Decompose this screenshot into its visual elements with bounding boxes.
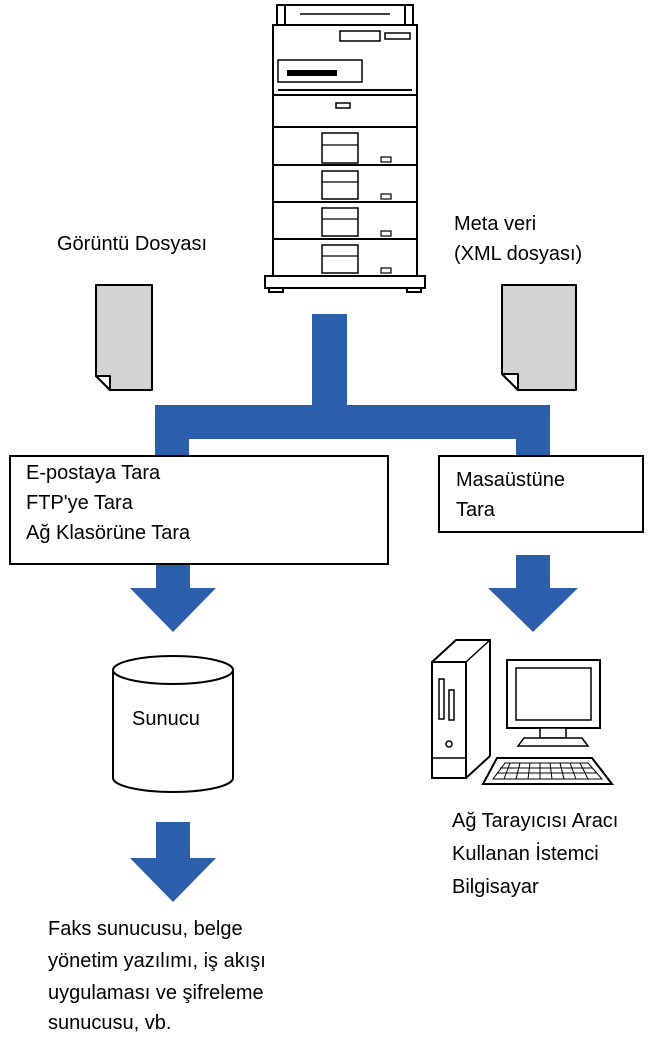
printer-icon	[264, 4, 426, 293]
distribution-connector	[155, 314, 550, 465]
scan-to-desktop-line-1: Masaüstüne	[456, 469, 565, 491]
scan-to-ftp-label: FTP'ye Tara	[26, 492, 133, 514]
scan-to-email-label: E-postaya Tara	[26, 462, 161, 484]
destination-label-line-4: sunucusu, vb.	[48, 1012, 172, 1034]
image-file-label: Görüntü Dosyası	[57, 233, 208, 255]
scan-to-desktop-line-2: Tara	[456, 499, 495, 521]
arrow-to-client-pc	[488, 555, 578, 632]
arrow-to-server	[130, 563, 216, 632]
client-label-line-1: Ağ Tarayıcısı Aracı	[452, 810, 619, 832]
metadata-label-line-2: (XML dosyası)	[454, 243, 583, 265]
metadata-label-line-1: Meta veri	[454, 213, 537, 235]
client-pc-icon	[431, 639, 615, 785]
scan-to-network-folder-label: Ağ Klasörüne Tara	[26, 522, 191, 544]
destination-label-line-3: uygulaması ve şifreleme	[48, 982, 264, 1004]
client-label-line-3: Bilgisayar	[452, 876, 539, 898]
client-label-line-2: Kullanan İstemci	[452, 843, 599, 865]
image-file-document-icon	[95, 284, 153, 391]
metadata-document-icon	[501, 284, 577, 391]
server-label: Sunucu	[132, 708, 200, 730]
arrow-to-destinations	[130, 822, 216, 902]
destination-label-line-2: yönetim yazılımı, iş akışı	[48, 950, 266, 972]
scan-to-desktop-box: Masaüstüne Tara	[438, 455, 644, 533]
scan-to-email-ftp-folder-box: E-postaya Tara FTP'ye Tara Ağ Klasörüne …	[9, 455, 389, 565]
server-icon	[112, 655, 234, 793]
destination-label-line-1: Faks sunucusu, belge	[48, 918, 243, 940]
